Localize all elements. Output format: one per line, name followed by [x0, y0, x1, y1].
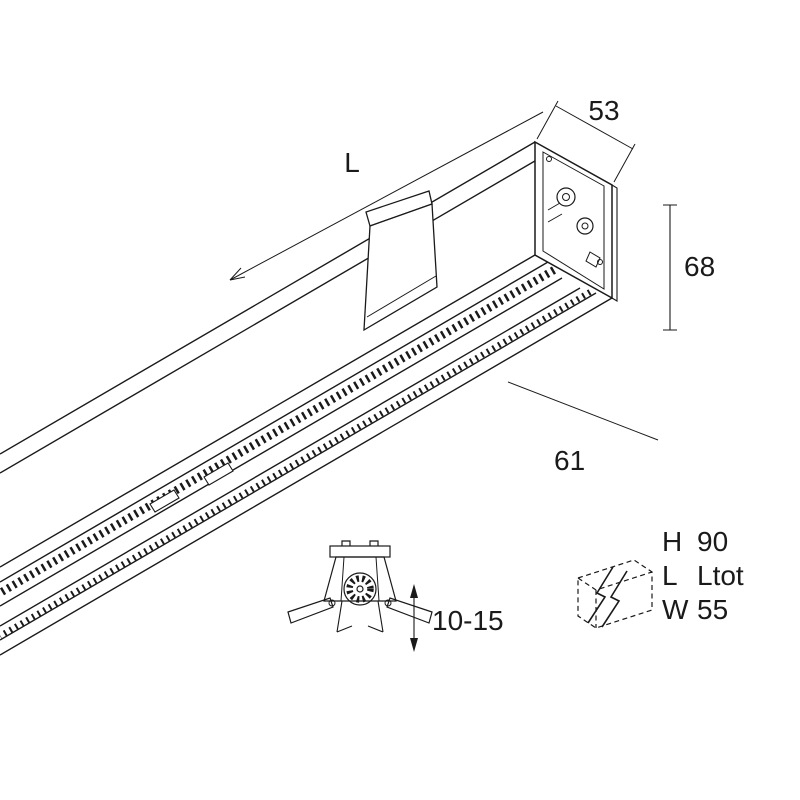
size-legend: H 90 L Ltot W 55 — [662, 526, 744, 625]
legend-l-value: Ltot — [697, 560, 744, 591]
legend-l-key: L — [662, 560, 678, 591]
fixture-body — [0, 141, 613, 656]
clip-feet — [336, 600, 384, 633]
fixture-extrusion-edges — [0, 141, 613, 656]
profile-icon-break-lines — [587, 566, 628, 628]
clip-body-ribs — [340, 556, 380, 602]
clip-knurl-center — [356, 585, 364, 593]
end-cap-component-small-core — [581, 222, 589, 230]
clip-top-nubs — [341, 540, 379, 546]
strip-modules — [149, 462, 234, 513]
clip-knurl-ring — [346, 575, 374, 603]
clip-wing-pivot-left — [328, 599, 336, 607]
serrated-strip-upper — [0, 266, 557, 597]
dim-53-extension-lines — [536, 100, 636, 183]
end-cap-screw-bottom — [597, 259, 603, 265]
mounting-clip-detail — [287, 540, 433, 633]
dim-recess-arrow-down — [410, 638, 418, 652]
clip-top-plate — [329, 545, 391, 558]
label-flap — [363, 190, 438, 332]
dim-length-line — [229, 111, 544, 281]
end-cap-inner-frame — [542, 151, 605, 290]
clip-body — [323, 556, 397, 602]
legend-w-key: W — [662, 594, 689, 625]
dimension-height — [663, 204, 677, 331]
label-flap-face — [363, 203, 438, 332]
clip-wing-pivot-right — [384, 599, 392, 607]
dim-61-line — [507, 381, 659, 441]
dimension-recess — [410, 584, 418, 652]
serrated-strip-lower — [0, 289, 592, 639]
dim-53-label: 53 — [588, 95, 619, 126]
clip-spring-wing-left — [287, 597, 334, 624]
legend-h-value: 90 — [697, 526, 728, 557]
end-cap-rim — [611, 184, 618, 302]
legend-h-key: H — [662, 526, 682, 557]
profile-icon-dashed-box — [577, 559, 653, 629]
dimension-top-width — [536, 100, 636, 183]
dimension-length — [229, 111, 544, 281]
label-flap-crease — [366, 275, 437, 318]
end-cap — [534, 140, 618, 302]
end-cap-wiring-details — [547, 202, 601, 268]
dim-68-label: 68 — [684, 251, 715, 282]
end-cap-component-large — [556, 187, 576, 207]
clip-spring-wing-right — [386, 597, 433, 624]
dim-recess-arrow-up — [410, 584, 418, 598]
dim-recess-label: 10-15 — [432, 605, 504, 636]
end-cap-component-large-core — [562, 193, 570, 201]
end-cap-component-small — [576, 217, 594, 235]
dim-length-arrowhead — [229, 267, 246, 281]
dim-length-label: L — [344, 147, 360, 178]
dim-68-line — [663, 204, 677, 331]
legend-w-value: 55 — [697, 594, 728, 625]
end-cap-screw-top — [546, 156, 552, 162]
clip-knurl-outer — [343, 572, 377, 606]
dim-53-line — [555, 105, 634, 150]
dimension-bottom-width — [507, 381, 659, 441]
profile-schematic-icon — [577, 559, 653, 629]
dim-61-label: 61 — [554, 445, 585, 476]
